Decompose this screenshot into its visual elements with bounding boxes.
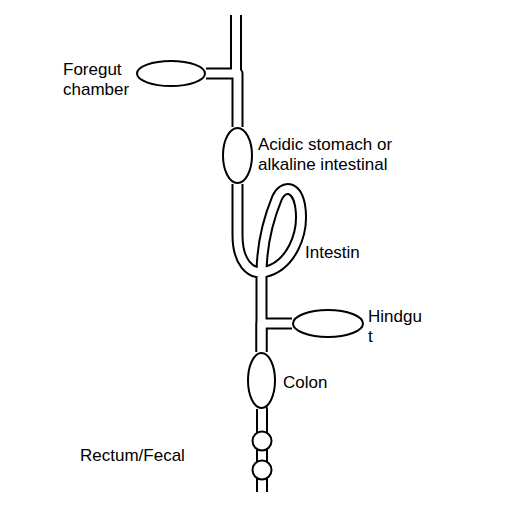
chamber-ellipse bbox=[248, 353, 275, 408]
tube-wall bbox=[206, 15, 301, 492]
part-label: Intestin bbox=[305, 243, 360, 263]
chamber-ellipse bbox=[137, 61, 205, 86]
foregut-chamber: Foregut chamber bbox=[136, 60, 206, 87]
chamber-label: Hindgu t bbox=[368, 307, 426, 347]
tube-segment-lumen bbox=[262, 324, 293, 353]
rectum-bulge bbox=[253, 461, 272, 480]
colon-chamber: Colon bbox=[247, 352, 276, 409]
chamber-outline bbox=[292, 309, 364, 338]
tube-segment-lumen bbox=[206, 74, 238, 128]
chamber-outline bbox=[252, 430, 272, 481]
chamber-label: Colon bbox=[283, 373, 363, 393]
chamber-label: Foregut chamber bbox=[63, 60, 143, 100]
stomach-chamber: Acidic stomach or alkaline intestinal bbox=[222, 127, 253, 184]
esophagus-lumen bbox=[232, 10, 240, 73]
chamber-outline bbox=[247, 352, 276, 409]
tube-segment bbox=[262, 324, 293, 353]
tube-segment bbox=[238, 184, 301, 352]
hindgut-chamber: Hindgu t bbox=[292, 309, 364, 338]
tube-segment-lumen bbox=[258, 409, 267, 430]
chamber-outline bbox=[136, 60, 206, 87]
rectum-chamber: Rectum/Fecal bbox=[252, 430, 272, 481]
chamber-label: Acidic stomach or alkaline intestinal bbox=[258, 135, 423, 175]
tube-segment bbox=[256, 409, 269, 430]
tube-segment-lumen bbox=[238, 184, 301, 352]
chamber-label: Rectum/Fecal bbox=[80, 446, 210, 466]
chamber-ellipse bbox=[223, 128, 252, 183]
chamber-outline bbox=[222, 127, 253, 184]
chamber-ellipse bbox=[293, 310, 363, 337]
tube-segment bbox=[206, 74, 238, 128]
tube-lumen bbox=[206, 10, 301, 497]
rectum-bulge bbox=[253, 432, 272, 451]
